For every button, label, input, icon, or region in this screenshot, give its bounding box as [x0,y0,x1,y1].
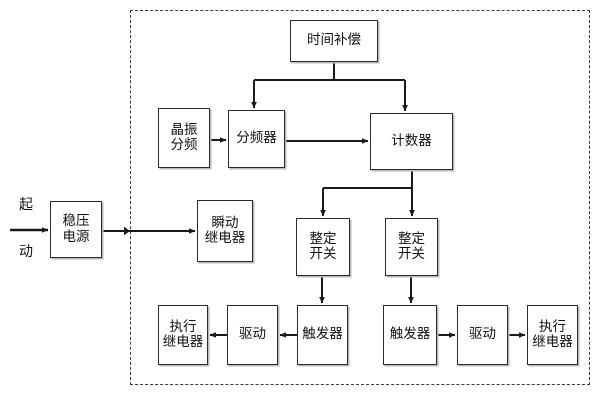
node-setting-switch-left-label: 开关 [309,246,337,262]
node-trigger-left-label: 触发器 [302,326,343,343]
node-frequency-divider-label: 分频器 [236,130,277,147]
node-time-compensation-label: 时间补偿 [307,32,361,49]
node-execute-relay-right: 执行继电器 [527,305,578,365]
node-regulated-power-label: 稳压 [62,213,90,230]
node-setting-switch-right: 整定开关 [385,218,438,276]
start-signal-label: 起动 [8,198,44,260]
node-execute-relay-left: 执行继电器 [158,305,208,365]
node-driver-left-label: 驱动 [239,326,266,343]
node-instant-relay-label: 瞬动 [211,214,239,231]
node-driver-left: 驱动 [227,305,278,365]
node-trigger-left: 触发器 [297,305,348,365]
node-execute-relay-left-label: 执行 [169,318,197,335]
node-counter: 计数器 [370,113,453,170]
node-crystal-divider-label: 分频 [170,137,198,153]
node-regulated-power: 稳压电源 [50,201,102,258]
node-execute-relay-right-label: 继电器 [532,334,573,350]
node-execute-relay-right-label: 执行 [539,318,566,335]
start-signal-label-line: 起 [19,197,33,213]
node-instant-relay: 瞬动继电器 [197,200,253,262]
node-driver-right-label: 驱动 [469,326,496,343]
node-crystal-divider: 晶振分频 [158,108,210,168]
node-driver-right: 驱动 [457,305,508,365]
node-trigger-right-label: 触发器 [389,326,431,343]
node-trigger-right: 触发器 [383,305,437,365]
node-time-compensation: 时间补偿 [290,20,378,62]
start-signal-label-line: 动 [19,244,33,261]
node-setting-switch-right-label: 整定 [398,230,425,247]
node-frequency-divider: 分频器 [228,110,285,168]
node-counter-label: 计数器 [391,132,432,149]
node-execute-relay-left-label: 继电器 [162,334,204,350]
node-setting-switch-right-label: 开关 [398,246,425,262]
node-crystal-divider-label: 晶振 [170,121,198,138]
node-instant-relay-label: 继电器 [204,230,246,246]
node-setting-switch-left-label: 整定 [309,230,337,247]
node-regulated-power-label: 电源 [62,228,90,245]
dashed-enclosure [130,10,590,385]
node-setting-switch-left: 整定开关 [296,218,350,276]
